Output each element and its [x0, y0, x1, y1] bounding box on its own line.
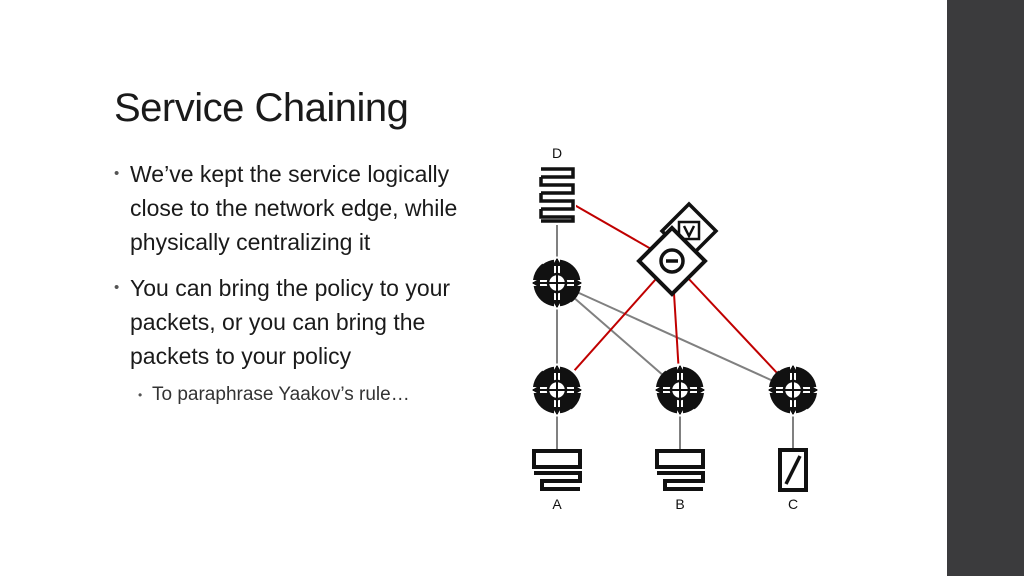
node-label-b: B — [675, 496, 684, 512]
router-icon — [653, 363, 707, 417]
bullet-dot-icon: • — [138, 388, 143, 402]
bullet-dot-icon: • — [114, 165, 120, 182]
sub-bullet-item: • To paraphrase Yaakov’s rule… — [112, 381, 472, 409]
bullet-item: • We’ve kept the service logically close… — [112, 157, 472, 259]
router-icon — [530, 363, 584, 417]
bullet-dot-icon: • — [114, 279, 120, 296]
sub-bullet-text: To paraphrase Yaakov’s rule… — [152, 384, 410, 405]
bullet-text: We’ve kept the service logically close t… — [130, 161, 458, 255]
link-router-router-c — [556, 282, 794, 391]
node-label-d: D — [552, 145, 562, 161]
bullet-text: You can bring the policy to your packets… — [130, 275, 451, 369]
slide-title: Service Chaining — [114, 86, 409, 130]
bullet-list: • We’ve kept the service logically close… — [112, 157, 472, 409]
router-icon — [530, 256, 584, 310]
node-label-c: C — [788, 496, 798, 512]
host-icon — [530, 447, 584, 493]
firewall-icon — [778, 448, 808, 492]
server-icon — [536, 165, 578, 225]
policy-link-a — [556, 260, 673, 391]
sidebar-bar — [947, 0, 1024, 576]
policy-link-c — [671, 260, 794, 391]
host-icon — [653, 447, 707, 493]
link-router-router-b — [556, 282, 681, 391]
bullet-item: • You can bring the policy to your packe… — [112, 271, 472, 373]
node-label-a: A — [552, 496, 562, 512]
